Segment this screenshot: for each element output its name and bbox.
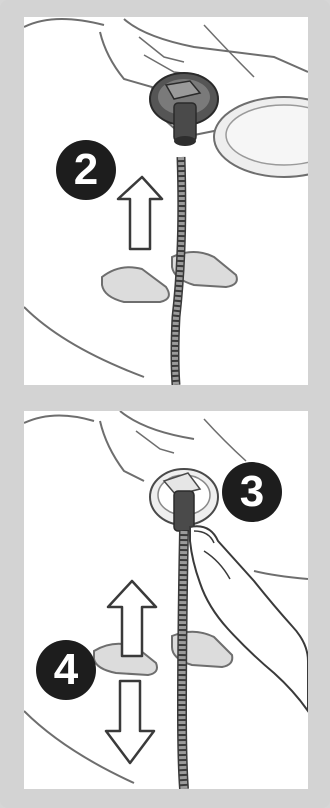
- step-3-badge: 3: [222, 462, 282, 522]
- step-2-panel: [24, 17, 308, 385]
- step-4-badge: 4: [36, 640, 96, 700]
- connector-icon: [150, 73, 218, 146]
- step-2-badge: 2: [56, 140, 116, 200]
- hand-icon: [190, 526, 308, 711]
- step-2-label: 2: [74, 148, 98, 192]
- cable-icon: [182, 531, 184, 789]
- step-4-label: 4: [54, 648, 78, 692]
- cable-icon: [175, 157, 182, 385]
- arrow-up-icon: [118, 177, 162, 249]
- step-2-illustration: [24, 17, 308, 385]
- step-3-label: 3: [240, 470, 264, 514]
